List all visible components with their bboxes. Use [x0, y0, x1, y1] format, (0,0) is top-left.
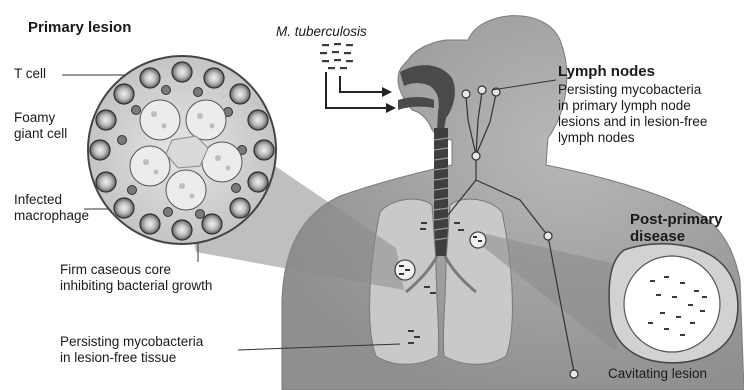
inhalation-arrows	[326, 72, 386, 108]
right-lung	[443, 199, 512, 364]
lymph-desc-1: Persisting mycobacteria	[558, 82, 701, 98]
cavitating-lesion-label: Cavitating lesion	[608, 366, 707, 382]
persisting-label-2: in lesion-free tissue	[60, 350, 176, 366]
infected-label-2: macrophage	[14, 208, 89, 224]
primary-lung-lesion	[395, 260, 415, 280]
cavitating-lesion-panel	[609, 244, 738, 363]
arrow-head-lower	[386, 103, 396, 113]
postprimary-lung-lesion	[470, 232, 486, 248]
lymph-desc-3: lesions and in lesion-free	[558, 114, 707, 130]
lymph-desc-2: in primary lymph node	[558, 98, 691, 114]
arrow-head-upper	[382, 87, 392, 97]
granuloma-magnified	[88, 56, 276, 244]
caseous-label-2: inhibiting bacterial growth	[60, 278, 212, 294]
trachea	[434, 128, 448, 256]
primary-lesion-title: Primary lesion	[28, 20, 131, 36]
caseous-label-1: Firm caseous core	[60, 262, 171, 278]
lymph-nodes-title: Lymph nodes	[558, 64, 655, 80]
m-tuberculosis-label: M. tuberculosis	[276, 24, 367, 40]
post-primary-title-1: Post-primary	[630, 212, 723, 228]
foamy-label-2: giant cell	[14, 126, 67, 142]
post-primary-title-2: disease	[630, 229, 685, 245]
infected-label-1: Infected	[14, 192, 62, 208]
persisting-label-1: Persisting mycobacteria	[60, 334, 203, 350]
lymph-desc-4: lymph nodes	[558, 130, 635, 146]
inhaled-mycobacteria	[320, 43, 353, 69]
foamy-label-1: Foamy	[14, 110, 55, 126]
t-cell-label: T cell	[14, 66, 46, 82]
